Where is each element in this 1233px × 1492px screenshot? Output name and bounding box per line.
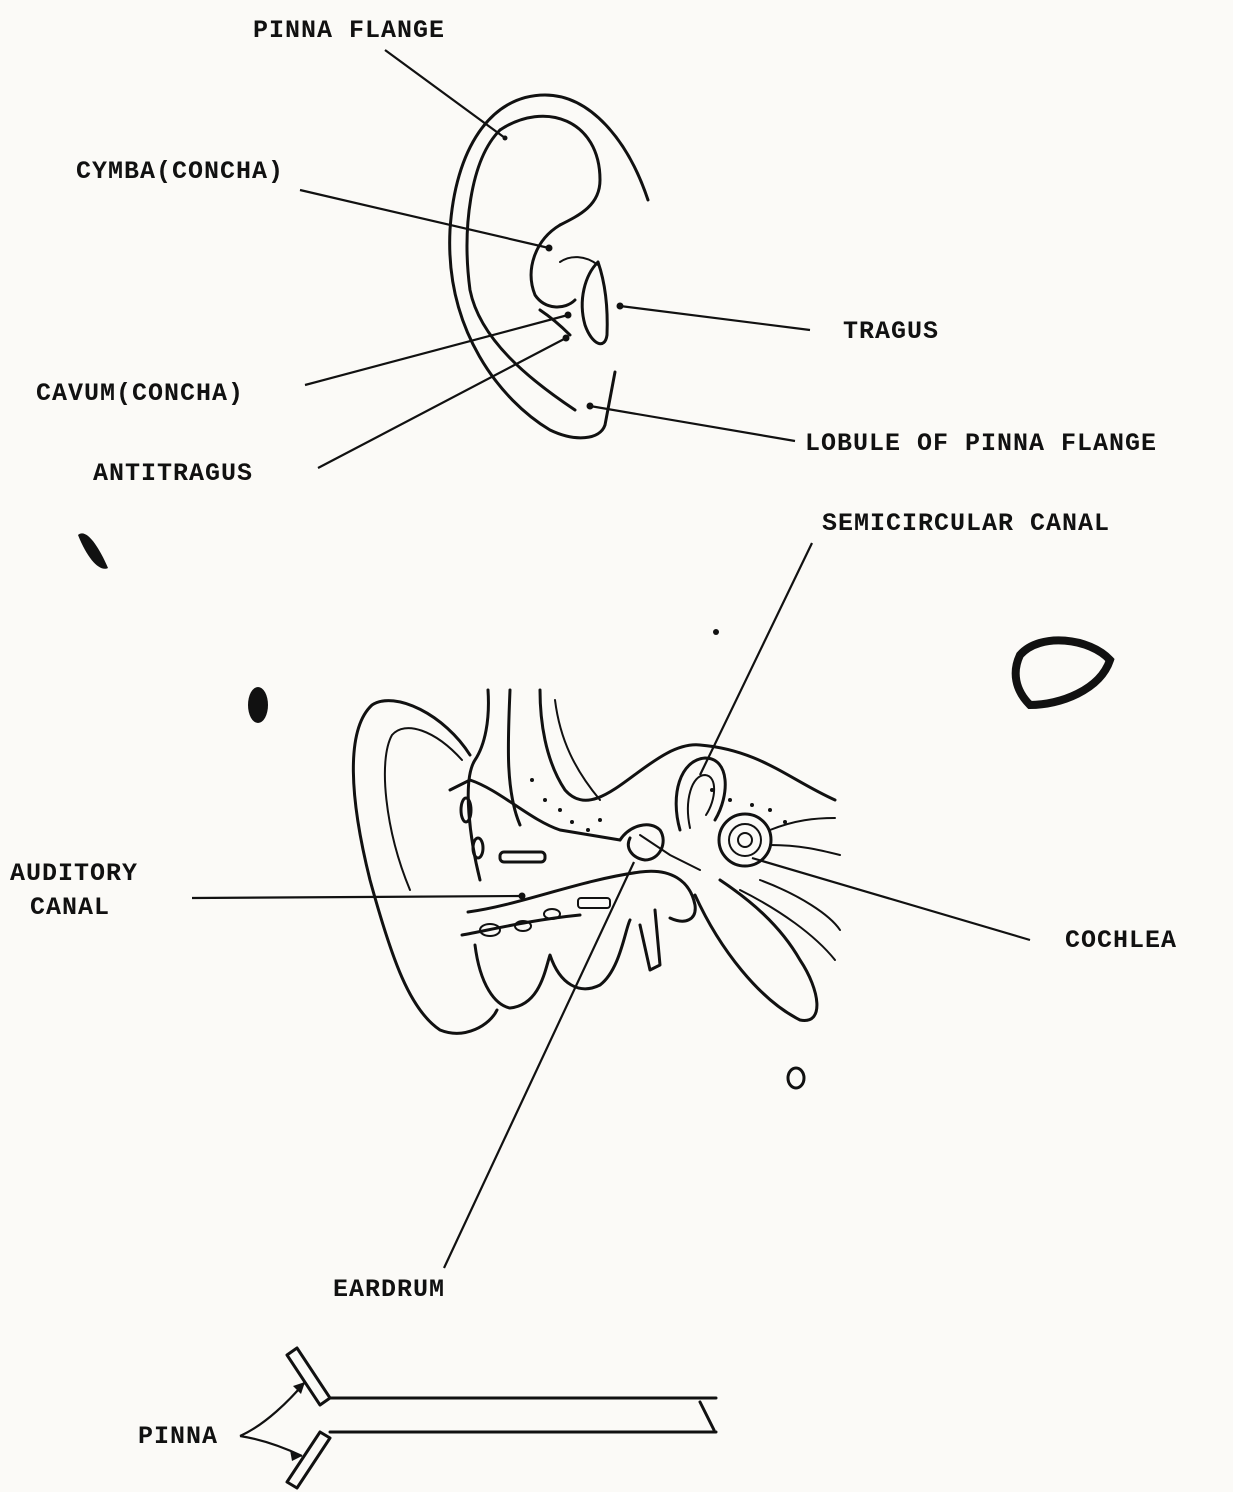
label-pinna-flange: PINNA FLANGE xyxy=(253,17,445,45)
label-antitragus: ANTITRAGUS xyxy=(93,460,253,488)
ink-blots xyxy=(78,533,1110,1088)
label-eardrum: EARDRUM xyxy=(333,1276,445,1304)
label-auditory-canal-line1: AUDITORY xyxy=(10,860,138,888)
label-cavum-concha: CAVUM(CONCHA) xyxy=(36,380,244,408)
label-pinna: PINNA xyxy=(138,1423,218,1451)
label-cochlea: COCHLEA xyxy=(1065,927,1177,955)
top-leader-lines xyxy=(300,50,810,468)
simplified-canal-diagram xyxy=(240,1348,716,1488)
middle-leader-lines xyxy=(192,543,1030,1268)
outer-ear-drawing xyxy=(450,95,648,438)
label-semicircular-canal: SEMICIRCULAR CANAL xyxy=(822,510,1110,538)
label-auditory-canal-line2: CANAL xyxy=(30,894,110,922)
label-cymba-concha: CYMBA(CONCHA) xyxy=(76,158,284,186)
label-tragus: TRAGUS xyxy=(843,318,939,346)
label-lobule-of-pinna-flange: LOBULE OF PINNA FLANGE xyxy=(805,430,1157,458)
